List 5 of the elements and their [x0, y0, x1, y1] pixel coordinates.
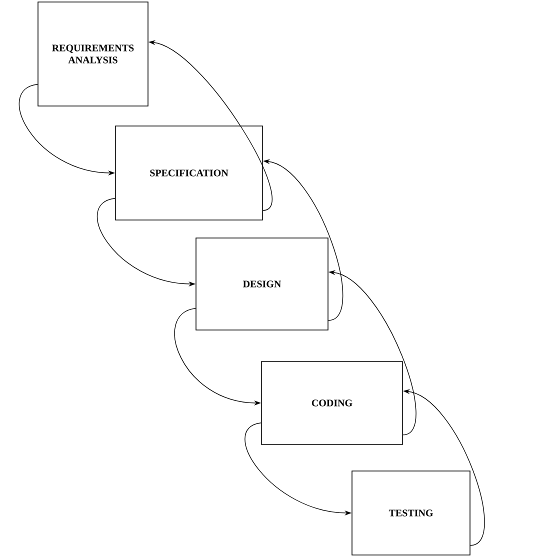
process-box: REQUIREMENTS ANALYSIS	[38, 2, 148, 106]
process-box: CODING	[261, 361, 403, 445]
process-box: SPECIFICATION	[115, 126, 263, 220]
process-box: TESTING	[352, 470, 470, 556]
process-box: DESIGN	[196, 238, 328, 330]
